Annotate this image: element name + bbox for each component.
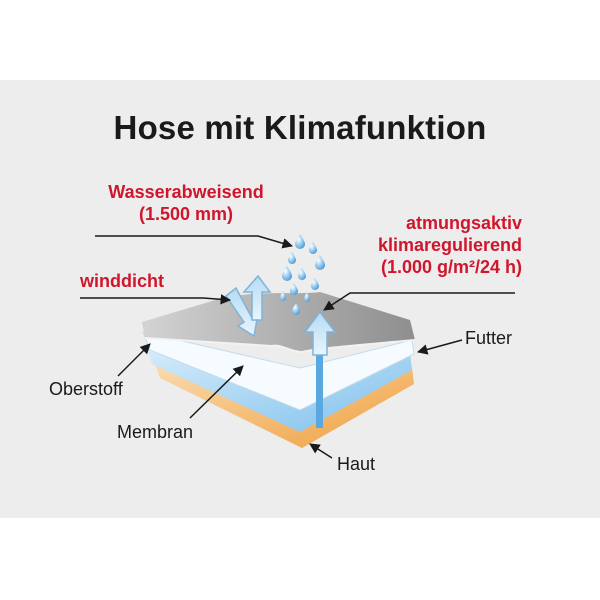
water-drop-icon <box>292 303 300 315</box>
wind-up-arrow-icon <box>242 274 272 321</box>
breathable-label: atmungsaktiv klimaregulierend (1.000 g/m… <box>342 212 522 278</box>
water-drop-icon <box>311 278 319 290</box>
membrane-label: Membran <box>117 422 194 442</box>
water-repellent-line1: Wasserabweisend <box>108 182 264 202</box>
outer-leader <box>117 343 151 377</box>
water-drop-icon <box>280 291 286 301</box>
breathable-line2: klimaregulierend <box>377 235 522 255</box>
outer-fabric-label: Oberstoff <box>49 379 123 399</box>
water-drops <box>280 234 325 315</box>
water-drop-icon <box>309 242 317 254</box>
water-repellent-label: Wasserabweisend (1.500 mm) <box>92 181 280 225</box>
breathable-line3: (1.000 g/m²/24 h) <box>380 257 522 277</box>
outer-fabric-edge <box>144 337 416 354</box>
vapor-channel <box>316 350 323 428</box>
water-drop-icon <box>315 255 325 270</box>
lining-label: Futter <box>465 328 513 348</box>
water-drop-icon <box>290 283 298 295</box>
water-repellent-line2: (1.500 mm) <box>138 204 234 224</box>
water-drop-icon <box>288 252 296 264</box>
windproof-label: winddicht <box>80 271 164 291</box>
lining-leader <box>416 339 463 355</box>
wind-down-arrow-icon <box>224 286 260 338</box>
breathable-line1: atmungsaktiv <box>405 213 522 233</box>
outer-fabric-layer <box>142 292 415 352</box>
water-drop-icon <box>298 268 306 280</box>
water-drop-icon <box>282 266 292 281</box>
vapor-up-arrow-icon <box>303 310 337 356</box>
skin-label: Haut <box>337 454 376 474</box>
page-title: Hose mit Klimafunktion <box>113 109 487 146</box>
breathable-leader <box>323 292 515 311</box>
membrane-leader <box>189 365 244 419</box>
water-repellent-leader <box>95 235 294 249</box>
windproof-leader <box>80 294 232 305</box>
water-drop-icon <box>295 234 305 249</box>
water-drop-icon <box>304 292 310 302</box>
skin-leader <box>309 443 333 459</box>
